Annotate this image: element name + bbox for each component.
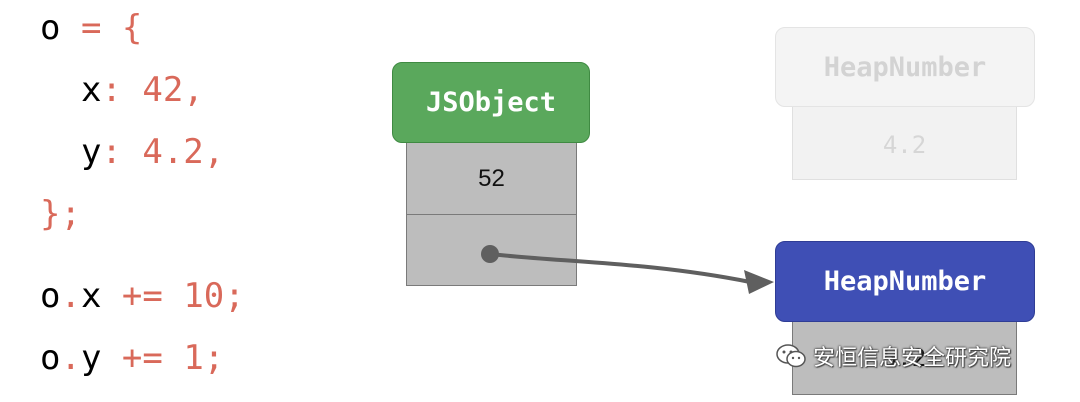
heap-old-value-cell: 4.2: [792, 106, 1017, 180]
heap-old-title: HeapNumber: [823, 51, 987, 83]
pointer-arrowhead: [744, 270, 774, 294]
code-dot: .: [60, 338, 81, 378]
heap-new-value-cell: 5.2: [792, 320, 1017, 395]
code-ident: o: [40, 276, 61, 316]
heap-new-title: HeapNumber: [823, 266, 987, 297]
code-op: };: [40, 194, 81, 234]
code-line-3: y: 4.2,: [40, 135, 224, 169]
code-ident: y: [80, 338, 102, 378]
code-line-1: o = {: [40, 11, 142, 45]
code-line-5: o.x += 10;: [40, 279, 245, 313]
code-line-6: o.y += 1;: [40, 341, 224, 375]
pointer-origin-dot: [481, 245, 499, 263]
heap-new-header: HeapNumber: [775, 241, 1035, 322]
heap-old-value: 4.2: [882, 131, 927, 159]
heap-old-header: HeapNumber: [775, 27, 1035, 107]
jsobject-title: JSObject: [425, 87, 557, 118]
heap-new-value: 5.2: [882, 343, 927, 372]
jsobject-header: JSObject: [392, 62, 590, 143]
code-ident: x: [80, 276, 102, 316]
watermark-text: 安恒信息安全研究院: [813, 346, 1012, 371]
code-op: : 42,: [101, 70, 204, 110]
jsobject-field-0-value: 52: [478, 164, 505, 192]
code-op: += 1;: [101, 338, 225, 378]
code-line-4: };: [40, 197, 81, 231]
code-op: += 10;: [101, 276, 245, 316]
watermark: 安恒信息安全研究院: [775, 340, 1011, 372]
code-ident: y: [40, 132, 102, 172]
code-ident: x: [40, 70, 102, 110]
code-op: = {: [60, 8, 143, 48]
pointer-arrow-line: [489, 252, 751, 284]
wechat-icon: [776, 344, 806, 368]
code-line-2: x: 42,: [40, 73, 204, 107]
code-dot: .: [60, 276, 81, 316]
code-ident: o: [40, 338, 61, 378]
code-op: : 4.2,: [101, 132, 225, 172]
code-ident: o: [40, 8, 61, 48]
